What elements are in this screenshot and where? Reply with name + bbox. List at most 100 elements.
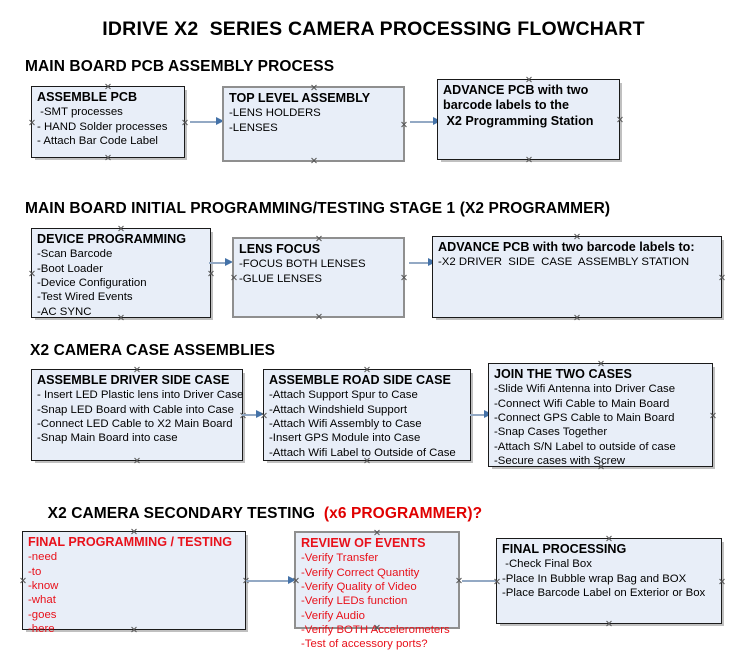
connector-2-1 bbox=[209, 258, 233, 267]
node-line: -Verify Audio bbox=[301, 609, 365, 622]
node-title: FINAL PROGRAMMING / TESTING bbox=[28, 535, 233, 549]
node-line: -Attach Wifi Label to Outside of Case bbox=[269, 446, 456, 459]
connector-shaft bbox=[246, 579, 289, 582]
section-heading-4-main: X2 CAMERA SECONDARY TESTING bbox=[47, 505, 324, 522]
node-body: FINAL PROCESSING -Check Final Box -Place… bbox=[497, 539, 721, 600]
node-body: ASSEMBLE DRIVER SIDE CASE - Insert LED P… bbox=[32, 370, 244, 446]
node-line-overflow: -Test of accessory ports? bbox=[301, 638, 428, 651]
node-assemble-pcb[interactable]: ASSEMBLE PCB -SMT processes - HAND Solde… bbox=[31, 86, 185, 158]
section-heading-3: X2 CAMERA CASE ASSEMBLIES bbox=[30, 342, 276, 359]
resize-handle-bottom[interactable] bbox=[105, 154, 112, 161]
connector-1-1 bbox=[190, 117, 224, 126]
node-line: -SMT processes bbox=[37, 106, 123, 119]
connector-shaft bbox=[242, 413, 257, 416]
connector-shaft bbox=[190, 120, 217, 123]
node-line: - HAND Solder processes bbox=[37, 120, 168, 133]
node-line: -goes bbox=[28, 608, 57, 621]
resize-handle-bottom[interactable] bbox=[525, 156, 532, 163]
node-line: -Verify Quality of Video bbox=[301, 580, 417, 593]
node-title: TOP LEVEL ASSEMBLY bbox=[229, 91, 371, 105]
node-body: DEVICE PROGRAMMING -Scan Barcode -Boot L… bbox=[32, 229, 210, 319]
node-title: ASSEMBLE PCB bbox=[37, 90, 138, 104]
node-body: LENS FOCUS -FOCUS BOTH LENSES -GLUE LENS… bbox=[234, 239, 403, 286]
node-line: -X2 DRIVER SIDE CASE ASSEMBLY STATION bbox=[438, 256, 690, 269]
section-heading-4-accent: (x6 PROGRAMMER)? bbox=[323, 505, 483, 522]
node-advance-pcb-case-station[interactable]: ADVANCE PCB with two barcode labels to: … bbox=[432, 236, 722, 318]
node-line: -need bbox=[28, 551, 58, 564]
node-line: -know bbox=[28, 579, 59, 592]
node-line: -here bbox=[28, 622, 55, 635]
node-line: -Secure cases with Screw bbox=[494, 454, 626, 467]
resize-handle-bottom[interactable] bbox=[574, 314, 581, 321]
node-body: ADVANCE PCB with two barcode labels to t… bbox=[438, 80, 619, 129]
node-review-of-events[interactable]: REVIEW OF EVENTS -Verify Transfer -Verif… bbox=[294, 531, 460, 650]
node-line: -Test Wired Events bbox=[37, 291, 133, 304]
node-lens-focus[interactable]: LENS FOCUS -FOCUS BOTH LENSES -GLUE LENS… bbox=[232, 237, 405, 318]
connector-3-1 bbox=[242, 410, 264, 419]
node-line: -to bbox=[28, 565, 42, 578]
node-title: ASSEMBLE DRIVER SIDE CASE bbox=[37, 373, 230, 387]
connector-shaft bbox=[410, 120, 434, 123]
node-line: -Boot Loader bbox=[37, 262, 103, 275]
node-line: - Insert LED Plastic lens into Driver Ca… bbox=[37, 389, 244, 402]
node-line: -Connect Wifi Cable to Main Board bbox=[494, 397, 670, 410]
node-line: -Attach Support Spur to Case bbox=[269, 389, 418, 402]
node-line: -Insert GPS Module into Case bbox=[269, 432, 421, 445]
node-line: -Device Configuration bbox=[37, 276, 147, 289]
node-top-level-assembly[interactable]: TOP LEVEL ASSEMBLY -LENS HOLDERS -LENSES bbox=[222, 86, 405, 162]
node-title: FINAL PROCESSING bbox=[502, 542, 627, 556]
section-heading-2: MAIN BOARD INITIAL PROGRAMMING/TESTING S… bbox=[25, 200, 611, 217]
node-body: JOIN THE TWO CASES -Slide Wifi Antenna i… bbox=[489, 364, 712, 468]
connector-shaft bbox=[409, 261, 429, 264]
node-assemble-road-side-case[interactable]: ASSEMBLE ROAD SIDE CASE -Attach Support … bbox=[263, 369, 471, 461]
node-line: -Place In Bubble wrap Bag and BOX bbox=[502, 572, 687, 585]
node-line: -Check Final Box bbox=[502, 558, 592, 571]
node-line: -Verify LEDs function bbox=[301, 595, 408, 608]
node-line: - Attach Bar Code Label bbox=[37, 134, 158, 147]
connector-shaft bbox=[470, 413, 485, 416]
node-line: -Place Barcode Label on Exterior or Box bbox=[502, 586, 706, 599]
resize-handle-bottom[interactable] bbox=[606, 620, 613, 627]
node-final-programming-testing[interactable]: FINAL PROGRAMMING / TESTING -need -to -k… bbox=[22, 531, 246, 635]
node-line: -Attach S/N Label to outside of case bbox=[494, 440, 676, 453]
node-advance-pcb-programming[interactable]: ADVANCE PCB with two barcode labels to t… bbox=[437, 79, 620, 160]
resize-handle-bottom[interactable] bbox=[134, 457, 141, 464]
node-line: -Verify Correct Quantity bbox=[301, 566, 420, 579]
connector-shaft bbox=[209, 261, 226, 264]
section-heading-4: X2 CAMERA SECONDARY TESTING (x6 PROGRAMM… bbox=[30, 487, 482, 541]
node-title: LENS FOCUS bbox=[239, 242, 321, 256]
node-line: -Connect GPS Cable to Main Board bbox=[494, 411, 675, 424]
node-line: -LENSES bbox=[229, 121, 278, 134]
node-line: -Verify Transfer bbox=[301, 552, 379, 565]
node-title: DEVICE PROGRAMMING bbox=[37, 232, 187, 246]
section-heading-1: MAIN BOARD PCB ASSEMBLY PROCESS bbox=[25, 58, 335, 75]
resize-handle-bottom[interactable] bbox=[310, 157, 317, 164]
node-line: -what bbox=[28, 594, 56, 607]
node-final-processing[interactable]: FINAL PROCESSING -Check Final Box -Place… bbox=[496, 538, 722, 624]
resize-handle-right[interactable] bbox=[718, 274, 725, 281]
node-title: REVIEW OF EVENTS bbox=[301, 536, 426, 550]
node-line: -Snap Cases Together bbox=[494, 426, 608, 439]
node-body: ADVANCE PCB with two barcode labels to: … bbox=[433, 237, 721, 270]
node-line: -Attach Windshield Support bbox=[269, 403, 408, 416]
node-body: TOP LEVEL ASSEMBLY -LENS HOLDERS -LENSES bbox=[224, 88, 403, 135]
node-body: REVIEW OF EVENTS -Verify Transfer -Verif… bbox=[296, 533, 458, 652]
node-title: ASSEMBLE ROAD SIDE CASE bbox=[269, 373, 451, 387]
node-line: -Connect LED Cable to X2 Main Board bbox=[37, 417, 233, 430]
node-line: -LENS HOLDERS bbox=[229, 107, 321, 120]
node-line: -GLUE LENSES bbox=[239, 272, 322, 285]
node-title: ADVANCE PCB with two bbox=[443, 83, 589, 97]
node-line: -Verify BOTH Accelerometers bbox=[301, 623, 450, 636]
page-title: IDRIVE X2 SERIES CAMERA PROCESSING FLOWC… bbox=[102, 18, 645, 40]
node-line: -Scan Barcode bbox=[37, 248, 113, 261]
node-line: -Attach Wifi Assembly to Case bbox=[269, 417, 422, 430]
node-body: FINAL PROGRAMMING / TESTING -need -to -k… bbox=[23, 532, 245, 636]
resize-handle-bottom[interactable] bbox=[315, 313, 322, 320]
node-line: -Snap Main Board into case bbox=[37, 432, 178, 445]
node-device-programming[interactable]: DEVICE PROGRAMMING -Scan Barcode -Boot L… bbox=[31, 228, 211, 318]
node-assemble-driver-side-case[interactable]: ASSEMBLE DRIVER SIDE CASE - Insert LED P… bbox=[31, 369, 243, 461]
node-title: ADVANCE PCB with two barcode labels to: bbox=[438, 240, 695, 254]
node-title: JOIN THE TWO CASES bbox=[494, 367, 632, 381]
node-join-the-two-cases[interactable]: JOIN THE TWO CASES -Slide Wifi Antenna i… bbox=[488, 363, 713, 467]
